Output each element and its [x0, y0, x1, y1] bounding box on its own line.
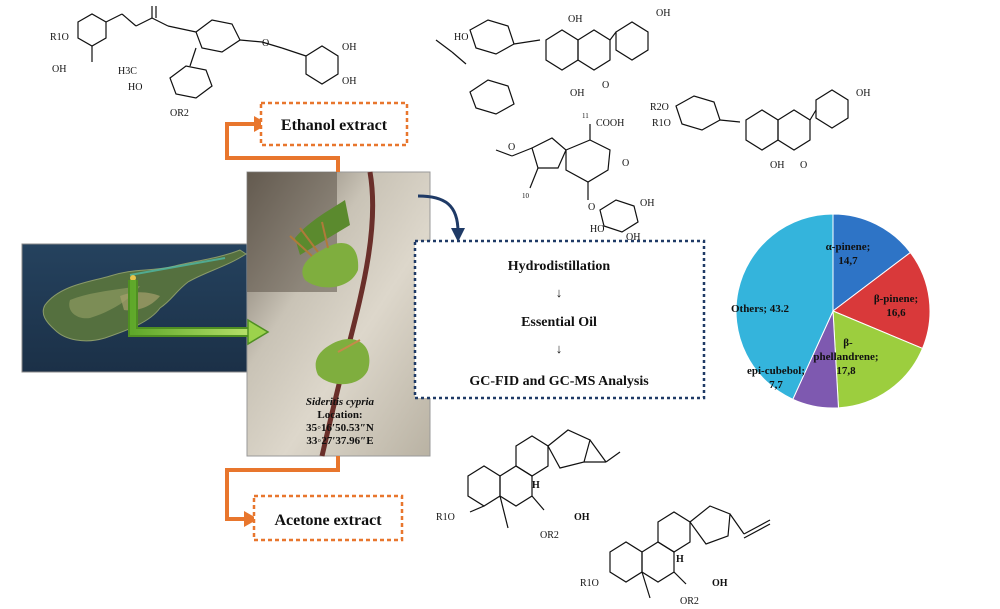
s3-cooh-label: COOH [596, 118, 624, 129]
ethanol-extract-box [259, 101, 409, 147]
acetone-extract-label: Acetone extract [274, 512, 382, 529]
slice-value-epi-cubebol: 7,7 [769, 379, 783, 391]
pie-slice-beta-pinene [832, 251, 931, 350]
s1-oh-label-2: OH [342, 42, 356, 53]
s1-r1o-label: R1O [50, 32, 69, 43]
step-essential-oil: Essential Oil [521, 315, 597, 330]
structure-flavone-glycoside [675, 89, 849, 151]
s3-num-11: 11 [582, 112, 589, 120]
d1-h-label: H [532, 480, 540, 491]
s2-oh-label-1: OH [568, 14, 582, 25]
s4-oh-label-1: OH [856, 88, 870, 99]
pie-slice-alpha-pinene [832, 213, 912, 313]
structure-caffeoyl-glycoside [77, 6, 339, 99]
navy-connector [417, 194, 460, 233]
s3-num-10: 10 [522, 192, 530, 200]
s3-o-ester-label: O [508, 142, 515, 153]
s1-o-label: O [262, 38, 269, 49]
slice-value-alpha-pinene: 14,7 [838, 255, 858, 267]
slice-label-alpha-pinene: α-pinene; [826, 241, 871, 253]
process-box [413, 239, 706, 400]
s3-oh-label-1: OH [640, 198, 654, 209]
s3-ho-label: HO [590, 224, 604, 235]
s1-ho-label: HO [128, 82, 142, 93]
pie-slice-others [735, 213, 834, 400]
s2-oh-label-3: OH [570, 88, 584, 99]
structure-iridoid-glycoside [495, 124, 639, 233]
ethanol-extract-label: Ethanol extract [281, 117, 388, 134]
location-title: Location: [317, 409, 362, 421]
navy-arrow-head-icon [451, 228, 465, 242]
orange-arrow-bottom-icon [244, 511, 258, 527]
s3-o-glyco-label: O [588, 202, 595, 213]
s1-or2-label: OR2 [170, 108, 189, 119]
slice-label-epi-cubebol: epi-cubebol; [747, 365, 805, 377]
cyprus-map [21, 243, 249, 373]
structure-flavone-diglycoside [435, 19, 649, 115]
longitude-label: 33◦27′37.96″E [306, 435, 373, 447]
structure-diterpene-1 [467, 429, 621, 529]
slice-label-beta-phellandrene-1: β- [843, 337, 853, 349]
process-arrow-2: ↓ [556, 341, 563, 356]
structure3-labels: COOH 11 O O O OH OH HO 10 [508, 112, 654, 243]
s3-o-ring-label: O [622, 158, 629, 169]
s4-o-label: O [800, 160, 807, 171]
slice-label-others: Others; 43.2 [731, 303, 790, 315]
d1-r1o-label: R1O [436, 512, 455, 523]
species-label: Sideritis cypria [306, 396, 375, 408]
pie-slice-beta-phellandrene [832, 310, 924, 409]
plant-photo: Sideritis cypria Location: 35◦16′50.53″N… [246, 171, 431, 457]
s2-ho-label: HO [454, 32, 468, 43]
slice-value-beta-pinene: 16,6 [886, 307, 906, 319]
d2-oh-label: OH [712, 578, 728, 589]
slice-label-beta-phellandrene-2: phellandrene; [813, 351, 878, 363]
process-arrow-1: ↓ [556, 285, 563, 300]
d2-r1o-label: R1O [580, 578, 599, 589]
structure2-labels: OH OH OH O HO [454, 8, 670, 99]
step-hydrodistillation: Hydrodistillation [508, 259, 611, 274]
d2-h-label: H [676, 554, 684, 565]
green-arrow-head-icon [247, 318, 270, 346]
d1-or2-label: OR2 [540, 530, 559, 541]
s3-oh-label-2: OH [626, 232, 640, 243]
diterpene1-labels: R1O OH OR2 H [436, 480, 590, 541]
orange-connector-top [225, 122, 340, 172]
location-marker [130, 275, 136, 281]
d1-oh-label: OH [574, 512, 590, 523]
structure4-labels: R2O R1O OH OH O [650, 88, 870, 171]
s4-oh-label-2: OH [770, 160, 784, 171]
s4-r1o-label: R1O [652, 118, 671, 129]
green-arrow-shaft [130, 280, 250, 335]
s4-r2o-label: R2O [650, 102, 669, 113]
d2-or2-label: OR2 [680, 596, 699, 607]
step-gc-analysis: GC-FID and GC-MS Analysis [469, 374, 649, 389]
pie-labels: α-pinene; 14,7 β-pinene; 16,6 β- phellan… [731, 241, 918, 391]
latitude-label: 35◦16′50.53″N [306, 422, 374, 434]
structure1-labels: R1O OH OH OH OR2 HO H3C O [50, 32, 356, 119]
s2-o-label: O [602, 80, 609, 91]
s1-oh-label-3: OH [342, 76, 356, 87]
acetone-extract-box [252, 494, 404, 542]
slice-label-beta-pinene: β-pinene; [874, 293, 918, 305]
composition-pie-chart [735, 213, 931, 409]
s1-h3c-label: H3C [118, 66, 137, 77]
slice-value-beta-phellandrene: 17,8 [836, 365, 856, 377]
diterpene2-labels: R1O OH OR2 H [580, 554, 728, 607]
s2-oh-label-2: OH [656, 8, 670, 19]
orange-connector-bottom [225, 456, 340, 521]
s1-oh-label-1: OH [52, 64, 66, 75]
structure-diterpene-2 [609, 505, 771, 599]
